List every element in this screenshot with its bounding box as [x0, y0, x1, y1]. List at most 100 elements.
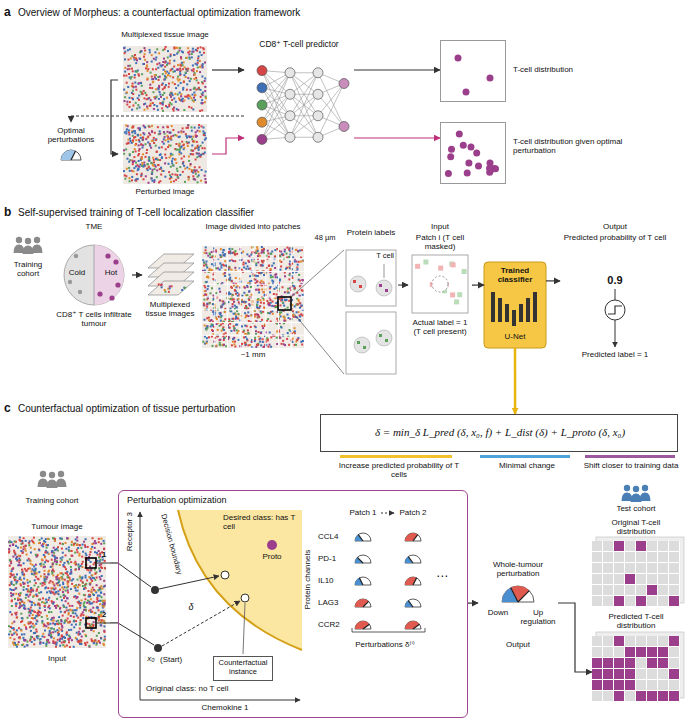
tissue-dot — [235, 277, 237, 279]
tissue-dot — [286, 267, 288, 269]
tissue-dot — [168, 291, 170, 293]
tissue-dot — [151, 54, 153, 56]
tissue-dot — [286, 247, 288, 249]
tissue-dot — [292, 338, 294, 340]
tissue-dot — [140, 158, 142, 160]
tissue-dot — [137, 83, 139, 85]
tissue-dot — [174, 159, 176, 161]
tissue-dot — [236, 332, 238, 334]
tissue-dot — [100, 578, 102, 580]
tissue-dot — [146, 152, 148, 154]
tissue-dot — [165, 157, 167, 159]
tissue-dot — [273, 288, 275, 290]
tissue-dot — [219, 339, 221, 341]
tissue-dot — [256, 304, 258, 306]
tissue-dot — [222, 301, 224, 303]
tissue-dot — [262, 325, 264, 327]
tissue-dot — [140, 82, 142, 84]
tissue-dot — [225, 269, 227, 271]
tissue-dot — [154, 132, 156, 134]
tissue-dot — [302, 290, 304, 292]
tissue-dot — [135, 150, 137, 152]
tissue-dot — [100, 543, 102, 545]
tissue-grid — [202, 246, 304, 348]
tissue-dot — [222, 304, 224, 306]
tissue-dot — [267, 250, 269, 252]
tissue-dot — [197, 62, 199, 64]
tissue-dot — [134, 77, 136, 79]
tissue-dot — [191, 138, 193, 140]
tissue-dot — [294, 287, 296, 289]
tissue-dot — [159, 102, 161, 104]
tissue-dot — [260, 312, 262, 314]
tissue-dot — [204, 101, 206, 103]
tissue-dot — [286, 253, 288, 255]
tissue-dot — [244, 325, 246, 327]
tissue-dot — [223, 344, 225, 346]
tissue-dot — [133, 156, 135, 158]
tissue-dot — [229, 279, 231, 281]
tissue-dot — [164, 176, 166, 178]
tissue-dot — [232, 303, 234, 305]
tissue-dot — [190, 136, 192, 138]
tissue-dot — [161, 65, 163, 67]
tissue-dot — [275, 302, 277, 304]
tissue-dot — [127, 65, 129, 67]
tissue-dot — [260, 264, 262, 266]
tissue-dot — [193, 141, 195, 143]
tissue-dot — [288, 256, 290, 258]
tissue-dot — [289, 250, 291, 252]
tissue-dot — [203, 304, 205, 306]
tissue-dot — [299, 280, 301, 282]
tissue-dot — [155, 88, 157, 90]
tissue-dot — [236, 310, 238, 312]
tissue-dot — [177, 76, 179, 78]
tissue-dot — [242, 331, 244, 333]
network-neuron — [285, 132, 295, 142]
tissue-dot — [153, 165, 155, 167]
tissue-dot — [223, 344, 225, 346]
tissue-dot — [234, 341, 236, 343]
tissue-dot — [294, 288, 296, 290]
tissue-dot — [237, 318, 239, 320]
tissue-dot — [261, 272, 263, 274]
tissue-dot — [132, 83, 134, 85]
tissue-dot — [149, 49, 151, 51]
tissue-dot — [267, 338, 269, 340]
tissue-dot — [257, 275, 259, 277]
tissue-dot — [236, 253, 238, 255]
tissue-dot — [256, 252, 258, 254]
tissue-dot — [232, 252, 234, 254]
tissue-dot — [219, 312, 221, 314]
tissue-dot — [179, 47, 181, 49]
tissue-dot — [148, 97, 150, 99]
tissue-dot — [297, 250, 299, 252]
tissue-dot — [300, 257, 302, 259]
tissue-dot — [188, 135, 190, 137]
tissue-dot — [258, 289, 260, 291]
tissue-dot — [171, 125, 173, 127]
protein-mark — [385, 289, 388, 292]
tissue-dot — [269, 286, 271, 288]
tissue-dot — [302, 340, 304, 342]
tissue-dot — [144, 97, 146, 99]
tissue-dot — [229, 327, 231, 329]
tissue-dot — [194, 87, 196, 89]
tissue-dot — [298, 261, 300, 263]
t-cell-dot — [455, 55, 462, 62]
unet-block — [519, 304, 523, 322]
tissue-dot — [224, 275, 226, 277]
tissue-dot — [128, 59, 130, 61]
tissue-dot — [148, 125, 150, 127]
tissue-dot — [184, 287, 186, 289]
tissue-dot — [139, 57, 141, 59]
t-cell-dot — [109, 295, 114, 300]
tissue-dot — [185, 76, 187, 78]
tissue-dot — [177, 69, 179, 71]
tissue-dot — [192, 136, 194, 138]
tissue-dot — [270, 275, 272, 277]
tissue-dot — [206, 329, 208, 331]
tissue-dot — [232, 341, 234, 343]
tissue-dot — [150, 177, 152, 179]
tissue-dot — [194, 94, 196, 96]
